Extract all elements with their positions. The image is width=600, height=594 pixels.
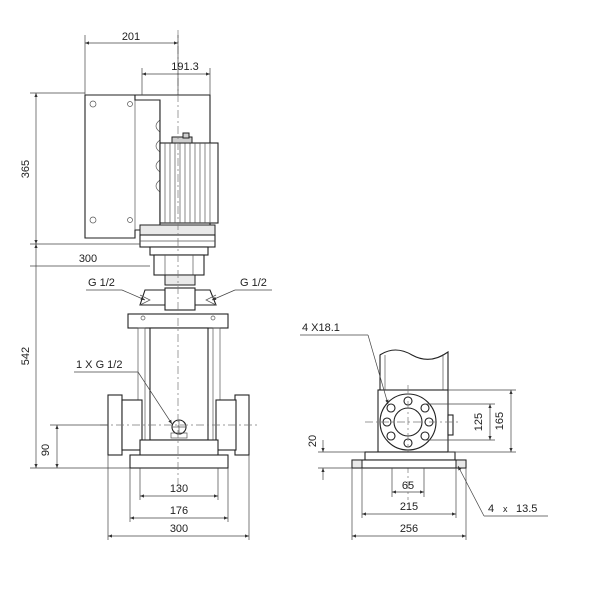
motor-fins [159,132,219,224]
dim-base-215-label: 215 [400,501,418,513]
dim-motor-width-label: 191.3 [171,61,199,73]
dim-center-65: 65 [391,468,425,497]
dim-base-inner: 130 [139,468,219,500]
base-holes-label: 4 x 13.5 [457,465,548,517]
dim-motor-to-ports: 300 [30,253,150,267]
base-hole-size: 13.5 [516,503,537,515]
dim-base-inner-label: 130 [170,483,188,495]
motor-stool [139,224,216,256]
dim-flange-od-label: 165 [494,412,506,430]
dim-port-height: 90 [40,424,108,468]
dim-motor-height-label: 365 [20,160,32,178]
side-base [351,451,467,469]
drain-port-text: 1 X G 1/2 [76,359,122,371]
port-label-right: G 1/2 [211,277,272,301]
coupling-section [153,254,205,286]
dim-top-width: 201 [84,31,179,95]
dim-base-215: 215 [361,468,457,518]
dim-base-middle-label: 176 [170,505,188,517]
dim-motor-to-ports-label: 300 [79,253,97,265]
dim-pump-height: 542 [20,244,130,469]
dim-base-thickness-label: 20 [307,435,319,447]
dim-base-256: 256 [351,468,467,540]
motor-terminal-box [84,94,167,239]
dim-motor-height: 365 [20,92,140,245]
drain-port-label: 1 X G 1/2 [74,359,173,425]
dim-center-65-label: 65 [402,480,414,492]
base-holes-count: 4 [488,503,494,515]
side-sleeve [379,349,449,391]
port-label-left: G 1/2 [86,277,146,301]
front-view: 201 191.3 365 300 542 [20,30,272,540]
dim-flange-pcd: 125 [425,403,495,441]
bolt-holes-label: 4 X18.1 [300,322,389,405]
dim-flange-pcd-label: 125 [473,413,485,431]
base-holes-times: x [503,504,508,514]
dim-base-middle: 176 [129,468,229,522]
port-right-text: G 1/2 [240,277,267,289]
bolt-holes-text: 4 X18.1 [302,322,340,334]
side-view: 4 X18.1 125 165 20 65 [300,322,548,540]
dim-base-thickness: 20 [307,435,365,480]
port-left-text: G 1/2 [88,277,115,289]
dim-flange-od: 165 [448,389,516,453]
dim-base-outer-label: 300 [170,523,188,535]
dim-pump-height-label: 542 [20,347,32,365]
pump-base [100,30,258,490]
drain-plug [170,419,188,439]
dim-motor-width: 191.3 [141,61,211,95]
dim-base-outer: 300 [107,455,250,540]
dim-base-256-label: 256 [400,523,418,535]
side-flange [365,385,458,500]
dim-top-width-label: 201 [122,31,140,43]
dim-port-height-label: 90 [40,444,52,456]
